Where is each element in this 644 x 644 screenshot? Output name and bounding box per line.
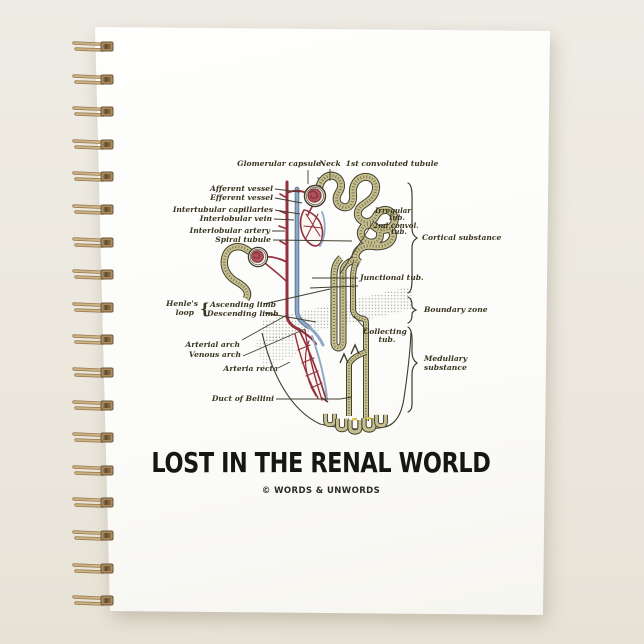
diagram-labels: Glomerular capsule Neck 1st convoluted t… [165, 159, 501, 403]
label-1st-convoluted-tubule: 1st convoluted tubule [346, 159, 439, 168]
spiral-coil [72, 494, 118, 511]
label-arteria-recta: Arteria recta [222, 364, 278, 373]
yellow-accent [366, 417, 371, 420]
label-interlobular-artery: Interlobular artery [189, 226, 271, 235]
arteria-recta-rete [294, 329, 329, 404]
left-nephron-tubule [220, 243, 253, 302]
label-henles-2: loop [176, 308, 195, 317]
label-glomerular-capsule: Glomerular capsule [237, 159, 321, 168]
leader-lines [241, 169, 375, 400]
label-venous-arch: Venous arch [189, 350, 241, 359]
label-cortical-substance: Cortical substance [422, 233, 502, 242]
label-junctional-tub: Junctional tub. [358, 273, 424, 282]
label-irregular-tub-2: tub. [389, 213, 405, 222]
label-spiral-tubule: Spiral tubule [215, 235, 271, 244]
label-interlobular-vein: Interlobular vein [199, 214, 273, 223]
label-medullary-1: Medullary [423, 354, 468, 363]
glomerulus-capsule-upper [303, 184, 327, 208]
spiral-binding [0, 0, 130, 644]
spiral-coil [72, 592, 118, 609]
spiral-coil [72, 429, 118, 446]
spiral-coil [72, 136, 118, 153]
spiral-coil [72, 168, 118, 185]
yellow-accent [352, 418, 357, 421]
duct-openings [323, 413, 388, 435]
spiral-coil [72, 201, 118, 218]
label-boundary-zone: Boundary zone [423, 305, 488, 314]
spiral-coil [72, 462, 118, 479]
spiral-coil [72, 266, 118, 283]
spiral-coil [72, 71, 118, 88]
nephron-diagram: Glomerular capsule Neck 1st convoluted t… [165, 159, 502, 435]
spiral-coil [72, 364, 118, 381]
spiral-coil [72, 397, 118, 414]
glomerulus-capsule-lower [247, 246, 288, 282]
label-descending-limb: Descending limb [206, 309, 278, 318]
caption-title-row: LOST IN THE RENAL WORLD [95, 446, 549, 479]
label-efferent-vessel: Efferent vessel [209, 193, 273, 202]
spiral-coil [72, 527, 118, 544]
spiral-coil [72, 560, 118, 577]
spiral-coil [72, 331, 118, 348]
capillary-plexus [299, 204, 326, 247]
label-henles-1: Henle's [165, 299, 199, 308]
spiral-coil [72, 38, 118, 55]
label-intertubular-capillaries: Intertubular capillaries [172, 205, 274, 214]
title-text: LOST IN THE RENAL WORLD [151, 446, 491, 479]
label-duct-of-bellini: Duct of Bellini [211, 394, 274, 403]
label-ascending-limb: Ascending limb [209, 300, 276, 309]
credit-text: © WORDS & UNWORDS [261, 486, 381, 496]
label-irregular-tub-1: Irregular [374, 206, 412, 215]
label-2nd-convol-tub-2: tub. [391, 227, 407, 236]
spiral-coil [72, 234, 118, 251]
label-neck: Neck [318, 159, 341, 168]
label-medullary-2: substance [424, 363, 467, 372]
region-braces [407, 182, 419, 413]
label-arterial-arch: Arterial arch [184, 340, 240, 349]
convoluted-tubule [315, 171, 399, 267]
henles-brace-glyph: { [200, 300, 210, 318]
label-2nd-convol-tub-1: 2nd convol. [372, 221, 418, 230]
spiral-coil [72, 103, 118, 120]
caption-credit-row: © WORDS & UNWORDS [95, 478, 549, 497]
label-collecting-tub-2: tub. [379, 335, 396, 344]
label-collecting-tub-1: Collecting [363, 327, 407, 336]
spiral-coil [72, 299, 118, 316]
label-afferent-vessel: Afferent vessel [209, 184, 273, 193]
